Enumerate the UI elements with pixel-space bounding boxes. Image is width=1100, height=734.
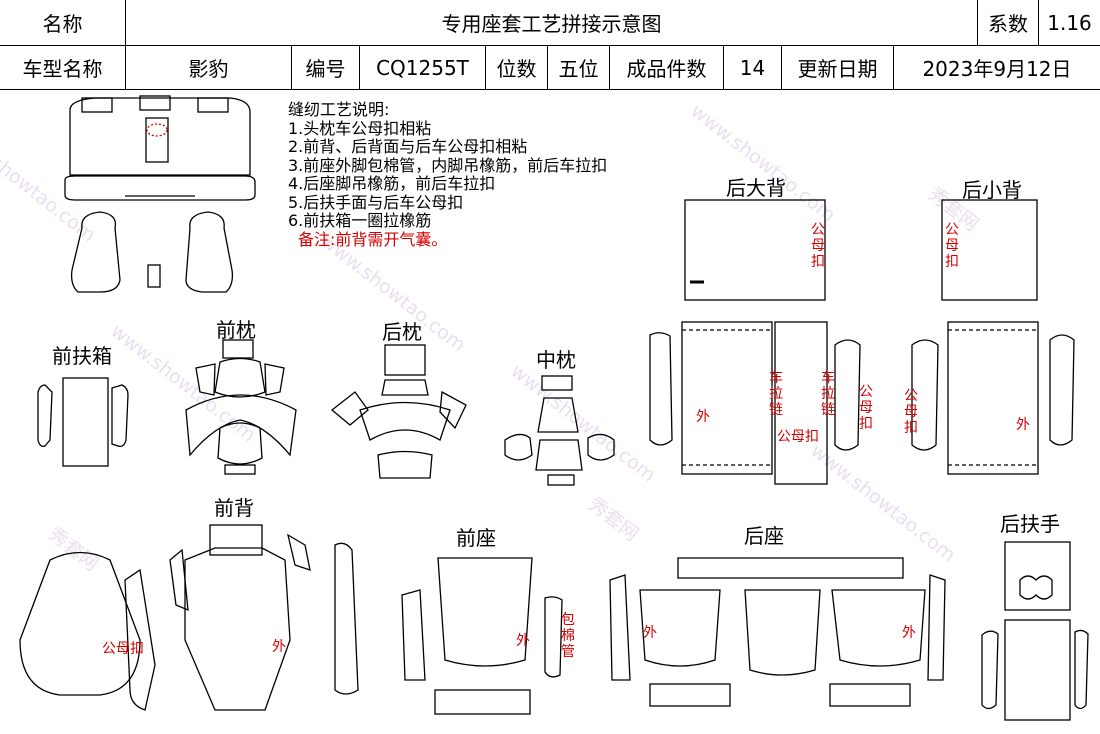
- header-table: 名称 专用座套工艺拼接示意图 系数 1.16 车型名称 影豹 编号 CQ1255…: [0, 0, 1100, 90]
- front-seat-pattern: [401, 557, 563, 715]
- pieces-label: 成品件数: [610, 45, 724, 90]
- mark-male-female-buckle: 公母扣: [904, 388, 918, 436]
- note-item: 2.前背、后背面与后车公母扣相粘: [288, 137, 528, 156]
- rear-big-back-pattern: [649, 199, 861, 485]
- mark-wrapped-cotton-tube: 包棉管: [561, 612, 575, 660]
- note-item: 3.前座外脚包棉管，内脚吊橡筋，前后车拉扣: [288, 155, 608, 175]
- coef-value: 1.16: [1047, 10, 1092, 35]
- seat-overview-sketch: [64, 95, 256, 293]
- seats-label: 位数: [486, 45, 548, 90]
- mark-outer: 外: [696, 409, 710, 425]
- label-rear-headrest: 后枕: [382, 320, 422, 344]
- date-value: 2023年9月12日: [922, 57, 1072, 81]
- date-label: 更新日期: [782, 45, 894, 90]
- front-back-pattern: [19, 524, 359, 711]
- mark-outer: 外: [272, 639, 286, 655]
- rear-small-back-pattern: [911, 199, 1075, 475]
- code-label: 编号: [292, 45, 360, 90]
- sewing-notes: 缝纫工艺说明: 1.头枕车公母扣相粘 2.前背、后背面与后车公母扣相粘 3.前座…: [288, 100, 608, 249]
- note-item: 5.后扶手面与后车公母扣: [288, 192, 464, 212]
- mark-male-female-buckle: 公母扣: [945, 222, 959, 270]
- note-item: 1.头枕车公母扣相粘: [288, 118, 432, 138]
- mark-cart-pull-chain: 车拉链: [769, 370, 783, 418]
- front-armrest-box-pattern: [37, 377, 129, 467]
- label-front-headrest: 前枕: [216, 318, 256, 342]
- label-middle-headrest: 中枕: [536, 348, 576, 372]
- notes-title: 缝纫工艺说明:: [288, 100, 390, 119]
- label-rear-big-back: 后大背: [726, 176, 786, 200]
- divider: [0, 45, 1100, 46]
- seats-value: 五位: [548, 45, 610, 90]
- mark-outer: 外: [643, 625, 657, 641]
- mark-outer: 外: [1016, 417, 1030, 433]
- mark-zip-pull-chain: 车拉链: [821, 370, 835, 418]
- mark-male-female-buckle: 公母扣: [777, 429, 819, 445]
- label-front-armrest-box: 前扶箱: [52, 344, 112, 368]
- model-label: 车型名称: [0, 45, 126, 90]
- mark-male-female-buckle: 公母扣: [859, 384, 873, 432]
- name-label: 名称: [0, 0, 126, 45]
- label-front-seat: 前座: [456, 526, 496, 550]
- notes-remark: 备注:前背需开气囊。: [298, 229, 448, 249]
- note-item: 4.后座脚吊橡筋，前后车拉扣: [288, 174, 496, 193]
- model-value: 影豹: [126, 45, 292, 90]
- mark-outer: 外: [516, 633, 530, 649]
- pieces-value: 14: [724, 45, 782, 90]
- label-rear-armrest: 后扶手: [1000, 512, 1060, 536]
- mark-male-female-buckle: 公母扣: [811, 222, 825, 270]
- mark-outer: 外: [902, 625, 916, 641]
- note-item: 6.前扶箱一圈拉橡筋: [288, 211, 432, 230]
- front-headrest-pattern: [185, 339, 297, 475]
- label-rear-seat: 后座: [744, 524, 784, 548]
- page-title: 专用座套工艺拼接示意图: [126, 0, 978, 45]
- rear-armrest-pattern: [981, 541, 1089, 721]
- label-front-back: 前背: [214, 496, 254, 520]
- middle-headrest-pattern: [504, 375, 615, 486]
- rear-seat-pattern: [609, 557, 946, 707]
- mark-male-female-buckle: 公母扣: [102, 641, 144, 657]
- label-rear-small-back: 后小背: [962, 178, 1022, 202]
- coef-label: 系数: [978, 0, 1039, 45]
- code-value: CQ1255T: [360, 45, 486, 90]
- rear-headrest-pattern: [330, 344, 467, 479]
- divider: [0, 89, 1100, 90]
